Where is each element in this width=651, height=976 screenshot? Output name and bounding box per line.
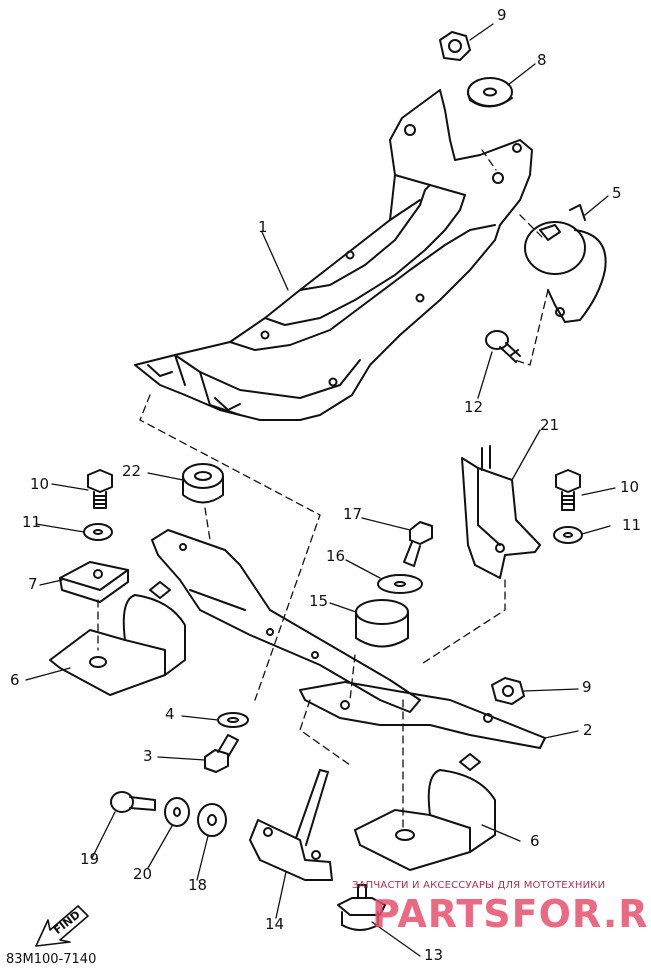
watermark-tagline: ЗАПЧАСТИ И АКСЕССУАРЫ ДЛЯ МОТОТЕХНИКИ: [352, 880, 606, 891]
callout-18: 18: [188, 876, 208, 894]
crossmember-bracket: [151, 529, 421, 713]
callout-7: 7: [28, 575, 38, 593]
callout-9-lower: 9: [582, 678, 592, 696]
callout-4: 4: [165, 705, 175, 723]
washer-part-16: [377, 574, 423, 594]
assembly-guide-lines: [97, 149, 549, 831]
callout-17: 17: [343, 505, 363, 523]
callout-11-right: 11: [622, 516, 642, 534]
bolt-part-10-left: [87, 469, 113, 509]
callout-6-right: 6: [530, 832, 540, 850]
washer-part-18: [197, 803, 227, 837]
bushing-part-22: [182, 463, 224, 504]
bolt-part-12: [485, 330, 521, 363]
callout-12: 12: [464, 398, 484, 416]
callout-15: 15: [309, 592, 329, 610]
washer-part-20: [164, 797, 190, 827]
callout-3: 3: [143, 747, 153, 765]
washer-part-4: [217, 712, 249, 728]
mount-part-6-right: [354, 753, 496, 871]
find-arrow-icon: [35, 905, 89, 947]
damper-part-5: [524, 204, 607, 323]
callout-6-left: 6: [10, 671, 20, 689]
callout-13: 13: [424, 946, 444, 964]
plate-part-7: [59, 561, 129, 603]
callout-9-top: 9: [497, 6, 507, 24]
callout-19: 19: [80, 850, 100, 868]
rubber-part-13: [337, 884, 386, 931]
callout-5: 5: [612, 184, 622, 202]
stud-plate-part-14: [249, 769, 333, 881]
nut-part-9-top: [439, 31, 471, 61]
washer-part-11-right: [553, 526, 583, 544]
callout-10-right: 10: [620, 478, 640, 496]
callout-14: 14: [265, 915, 285, 933]
callout-leaders: [25, 23, 616, 957]
callout-1: 1: [258, 218, 268, 236]
callout-11-left: 11: [22, 513, 42, 531]
bolt-part-17: [403, 521, 433, 567]
callout-20: 20: [133, 865, 153, 883]
callout-22: 22: [122, 462, 142, 480]
washer-part-11-left: [83, 523, 113, 541]
bolt-part-10-right: [555, 469, 581, 511]
callout-21: 21: [540, 416, 560, 434]
bolt-part-3: [204, 734, 239, 773]
callout-16: 16: [326, 547, 346, 565]
bracket-part-2: [299, 681, 546, 749]
diagram-code: 83M100-7140: [6, 952, 97, 967]
watermark-logo: PARTSFOR.RU: [372, 892, 651, 936]
callout-10-left: 10: [30, 475, 50, 493]
rubber-part-15: [355, 599, 409, 648]
bracket-part-21: [461, 445, 541, 579]
mount-part-6-left: [49, 581, 186, 696]
skid-plate-part-1: [134, 89, 533, 421]
nut-part-9-lower: [491, 677, 525, 705]
callout-2: 2: [583, 721, 593, 739]
washer-part-8: [467, 77, 513, 108]
callout-8: 8: [537, 51, 547, 69]
bolt-part-19: [110, 791, 156, 813]
